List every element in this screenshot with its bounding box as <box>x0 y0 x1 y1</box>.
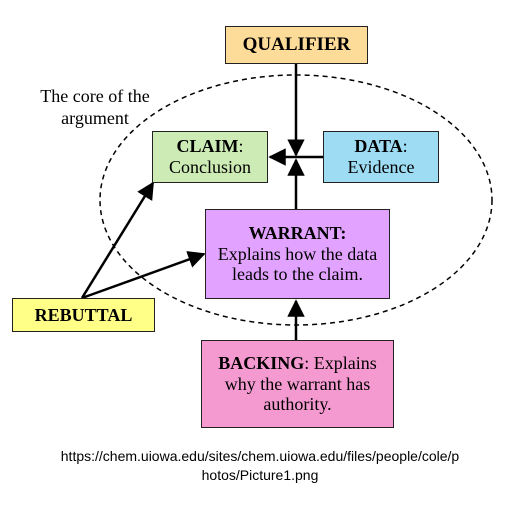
rebuttal-label: REBUTTAL <box>34 304 133 325</box>
rebuttal-box: REBUTTAL <box>12 298 155 332</box>
backing-box: BACKING: Explains why the warrant has au… <box>201 340 394 428</box>
claim-text: Conclusion <box>168 157 251 177</box>
warrant-text: Explains how the data leads to the claim… <box>217 243 378 285</box>
data-box: DATA: Evidence <box>323 131 439 183</box>
qualifier-box: QUALIFIER <box>225 26 368 64</box>
rebuttal-to-claim-arrow <box>80 181 155 299</box>
claim-title: CLAIM <box>176 136 239 157</box>
data-text: Evidence <box>347 157 415 177</box>
warrant-box: WARRANT: Explains how the data leads to … <box>205 209 390 299</box>
claim-box: CLAIM: Conclusion <box>152 131 268 183</box>
source-url-line1: https://chem.uiowa.edu/sites/chem.uiowa.… <box>60 448 460 464</box>
backing-title: BACKING <box>218 352 305 373</box>
qualifier-label: QUALIFIER <box>242 34 351 56</box>
data-separator: : <box>402 136 408 157</box>
core-argument-label: The core of the argument <box>40 86 150 128</box>
source-url: https://chem.uiowa.edu/sites/chem.uiowa.… <box>0 447 520 485</box>
rebuttal-to-warrant-arrow <box>81 251 206 300</box>
warrant-title: WARRANT: <box>248 222 347 243</box>
claim-separator: : <box>238 136 244 157</box>
backing-text: : Explains why the warrant has authority… <box>224 352 377 415</box>
data-title: DATA <box>354 136 403 157</box>
source-url-line2: hotos/Picture1.png <box>201 466 319 483</box>
